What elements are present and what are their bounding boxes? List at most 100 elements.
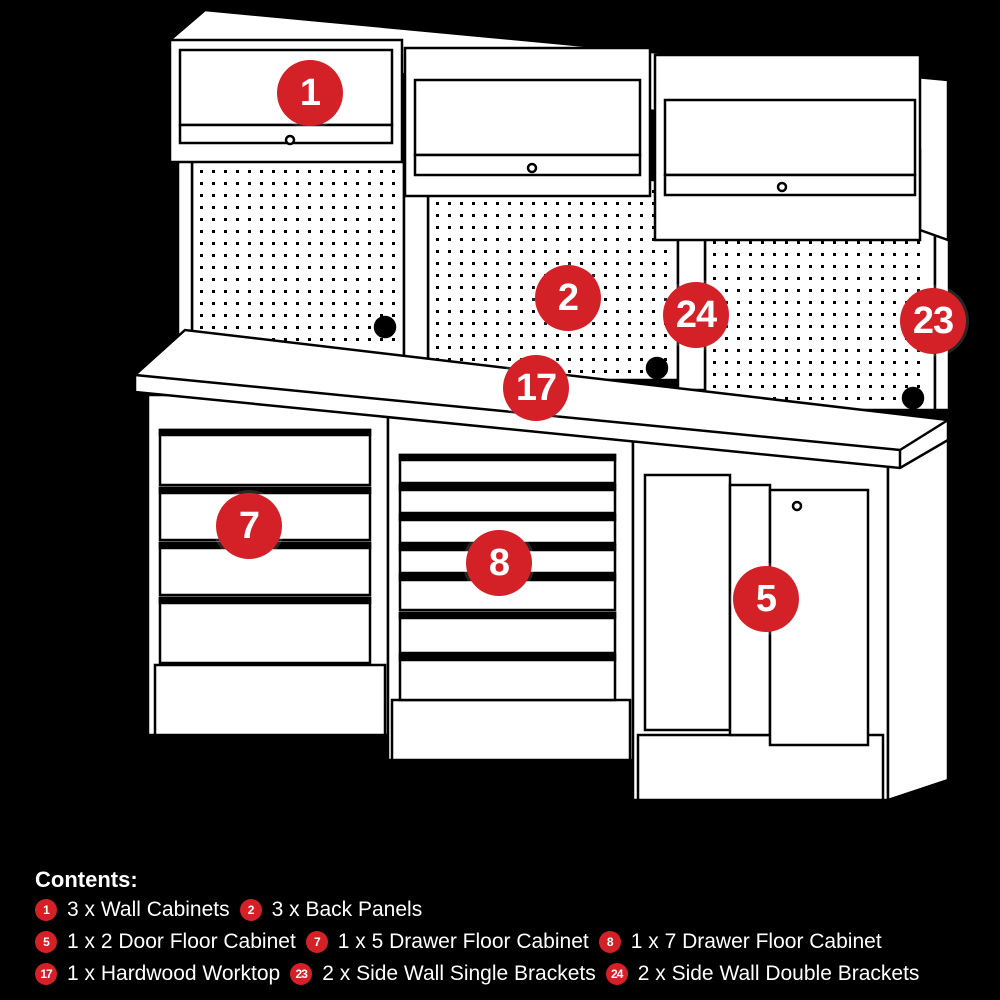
peg-hole	[236, 206, 239, 209]
peg-hole	[484, 334, 487, 337]
peg-hole	[628, 346, 631, 349]
peg-hole	[260, 326, 263, 329]
drawer-handle	[158, 486, 372, 495]
peg-hole	[592, 274, 595, 277]
peg-hole	[857, 313, 860, 316]
peg-hole	[496, 310, 499, 313]
peg-hole	[436, 346, 439, 349]
peg-hole	[248, 182, 251, 185]
peg-hole	[200, 254, 203, 257]
peg-hole	[448, 334, 451, 337]
peg-hole	[284, 182, 287, 185]
peg-hole	[881, 277, 884, 280]
peg-hole	[604, 322, 607, 325]
peg-hole	[749, 337, 752, 340]
peg-hole	[532, 214, 535, 217]
peg-hole	[737, 337, 740, 340]
peg-hole	[737, 373, 740, 376]
drawer-front	[158, 428, 372, 487]
peg-hole	[869, 325, 872, 328]
peg-hole	[616, 370, 619, 373]
peg-hole	[845, 241, 848, 244]
peg-hole	[308, 278, 311, 281]
peg-hole	[320, 338, 323, 341]
peg-hole	[568, 334, 571, 337]
peg-hole	[236, 254, 239, 257]
peg-hole	[248, 254, 251, 257]
peg-hole	[652, 238, 655, 241]
peg-hole	[821, 265, 824, 268]
peg-hole	[905, 373, 908, 376]
peg-hole	[200, 290, 203, 293]
peg-hole	[893, 301, 896, 304]
peg-hole	[344, 314, 347, 317]
peg-hole	[284, 254, 287, 257]
peg-hole	[320, 290, 323, 293]
peg-hole	[508, 214, 511, 217]
peg-hole	[200, 170, 203, 173]
peg-hole	[272, 242, 275, 245]
peg-hole	[604, 226, 607, 229]
peg-hole	[308, 182, 311, 185]
peg-hole	[436, 202, 439, 205]
peg-hole	[356, 242, 359, 245]
peg-hole	[272, 326, 275, 329]
peg-hole	[749, 373, 752, 376]
peg-hole	[320, 182, 323, 185]
item-badge: 8	[598, 931, 621, 953]
peg-hole	[544, 346, 547, 349]
peg-hole	[640, 346, 643, 349]
peg-hole	[797, 337, 800, 340]
peg-hole	[857, 265, 860, 268]
peg-hole	[392, 254, 395, 257]
peg-hole	[308, 242, 311, 245]
peg-hole	[544, 322, 547, 325]
peg-hole	[224, 326, 227, 329]
peg-hole	[236, 170, 239, 173]
peg-hole	[212, 194, 215, 197]
peg-hole	[568, 358, 571, 361]
peg-hole	[484, 238, 487, 241]
peg-hole	[308, 194, 311, 197]
peg-hole	[568, 202, 571, 205]
peg-hole	[344, 230, 347, 233]
peg-hole	[592, 358, 595, 361]
peg-hole	[544, 214, 547, 217]
peg-hole	[640, 310, 643, 313]
peg-hole	[200, 206, 203, 209]
peg-hole	[224, 206, 227, 209]
peg-hole	[260, 290, 263, 293]
peg-hole	[356, 326, 359, 329]
peg-hole	[785, 289, 788, 292]
peg-hole	[749, 325, 752, 328]
peg-hole	[508, 358, 511, 361]
peg-hole	[640, 286, 643, 289]
peg-hole	[332, 182, 335, 185]
peg-hole	[652, 226, 655, 229]
peg-hole	[785, 361, 788, 364]
peg-hole	[308, 326, 311, 329]
peg-hole	[881, 349, 884, 352]
peg-hole	[308, 230, 311, 233]
peg-hole	[604, 286, 607, 289]
workstation-line-drawing	[133, 8, 951, 802]
peg-hole	[713, 265, 716, 268]
peg-hole	[224, 314, 227, 317]
peg-hole	[833, 373, 836, 376]
peg-hole	[917, 241, 920, 244]
peg-hole	[604, 262, 607, 265]
peg-hole	[284, 218, 287, 221]
peg-hole	[436, 322, 439, 325]
peg-hole	[484, 358, 487, 361]
peg-hole	[496, 358, 499, 361]
peg-hole	[917, 385, 920, 388]
peg-hole	[508, 346, 511, 349]
peg-hole	[761, 373, 764, 376]
peg-hole	[296, 194, 299, 197]
peg-hole	[496, 286, 499, 289]
peg-hole	[356, 182, 359, 185]
peg-hole	[356, 230, 359, 233]
peg-hole	[881, 265, 884, 268]
